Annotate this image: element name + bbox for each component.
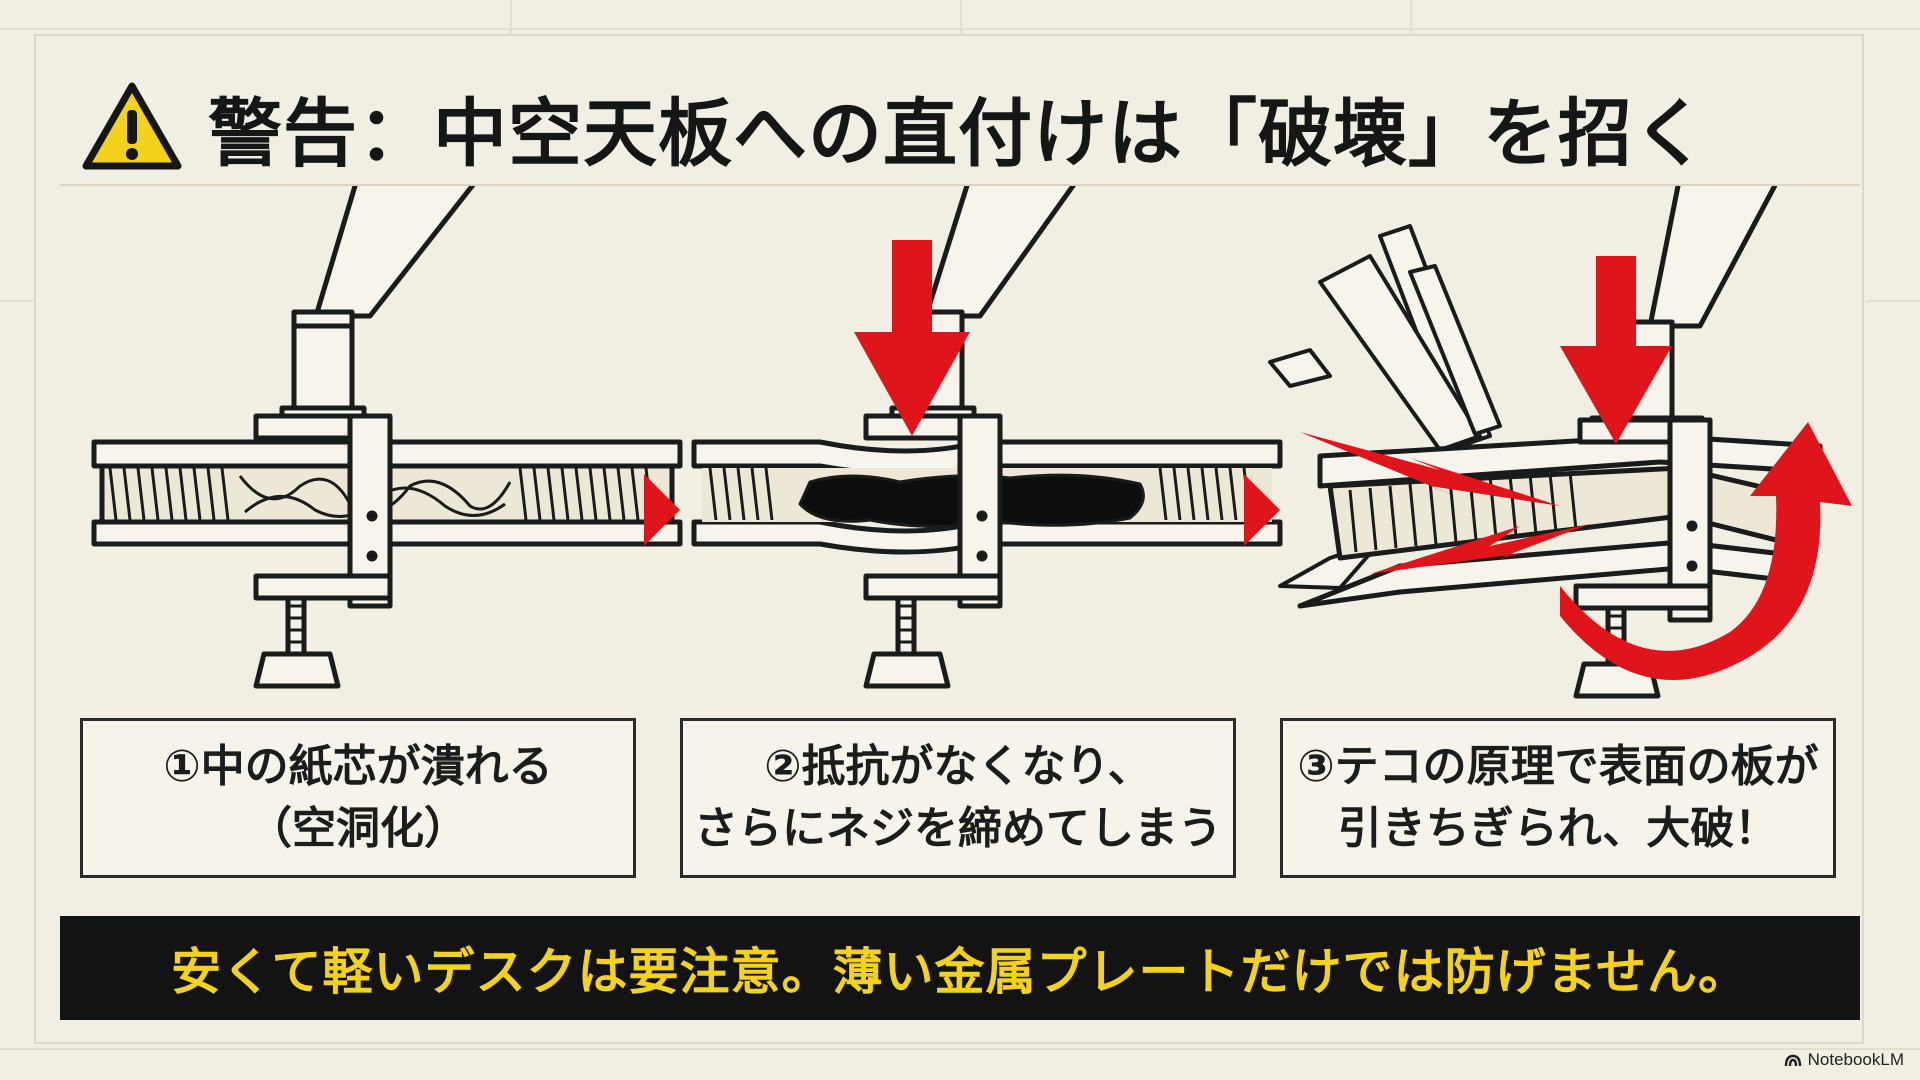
caption-step-3-line-2: 引きちぎられ、大破！	[1337, 803, 1779, 854]
warning-icon	[82, 82, 182, 170]
grid-line	[960, 0, 962, 34]
warning-banner: 安くて軽いデスクは要注意。薄い金属プレートだけでは防げません。	[60, 916, 1860, 1020]
title-row: 警告：中空天板への直付けは「破壊」を招く	[80, 72, 1840, 182]
caption-step-1-line-1: ①中の紙芯が潰れる	[163, 741, 553, 792]
grid-line	[510, 0, 512, 34]
grid-line	[0, 300, 34, 302]
crack-lines	[1300, 432, 1590, 574]
down-force-arrow-icon	[854, 240, 970, 436]
lever-arrow-icon	[1560, 422, 1852, 681]
caption-step-3-line-1: ③テコの原理で表面の板が	[1297, 741, 1819, 792]
brand-watermark: NotebookLM	[1784, 1050, 1904, 1070]
warning-banner-text: 安くて軽いデスクは要注意。薄い金属プレートだけでは防げません。	[171, 943, 1749, 1001]
grid-line	[1866, 300, 1920, 302]
slide-frame	[34, 34, 1864, 1044]
desk-clamp-2	[863, 413, 1003, 689]
caption-step-2-line-2: さらにネジを締めてしまう	[694, 803, 1222, 854]
caption-step-2-line-1: ②抵抗がなくなり、	[764, 741, 1152, 792]
desk-clamp-1	[253, 413, 393, 689]
step-arrow-icon	[1244, 474, 1280, 546]
monitor-arm-1	[279, 186, 476, 435]
caption-step-1-line-2: （空洞化）	[248, 803, 468, 854]
step-arrow-icon	[644, 474, 680, 546]
grid-line	[1410, 0, 1412, 34]
brand-name: NotebookLM	[1807, 1050, 1904, 1069]
panel-2-illustration	[691, 186, 1283, 689]
panel-3-illustration	[1268, 186, 1852, 699]
notebooklm-logo-icon	[1784, 1054, 1801, 1067]
caption-step-3: ③テコの原理で表面の板が 引きちぎられ、大破！	[1280, 718, 1836, 878]
down-force-arrow-icon	[1560, 256, 1672, 444]
splinter-debris	[1268, 224, 1502, 590]
panel-1-illustration	[91, 186, 683, 689]
page-title: 警告：中空天板への直付けは「破壊」を招く	[208, 90, 1708, 177]
caption-step-2: ②抵抗がなくなり、 さらにネジを締めてしまう	[680, 718, 1236, 878]
grid-line	[0, 1048, 1920, 1050]
header-divider	[60, 184, 1860, 186]
caption-step-1: ①中の紙芯が潰れる （空洞化）	[80, 718, 636, 878]
